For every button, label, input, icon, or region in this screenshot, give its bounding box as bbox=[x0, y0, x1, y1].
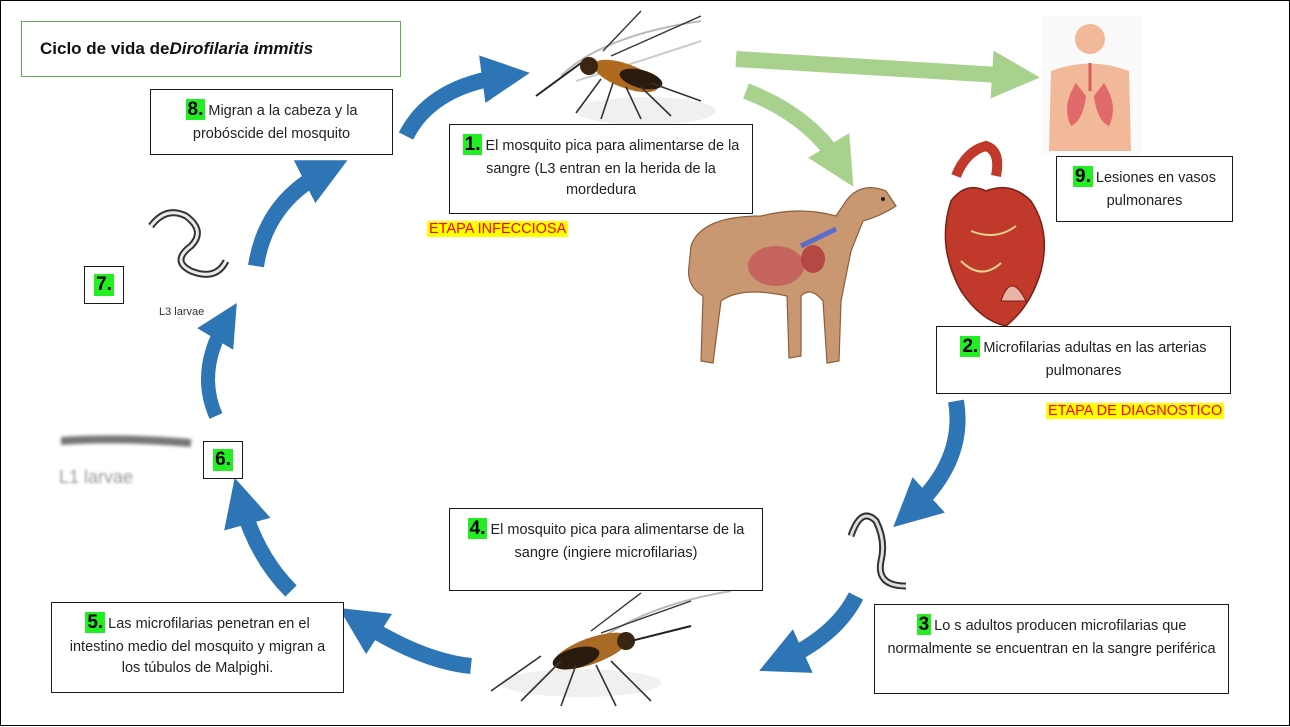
arrow-5-to-6 bbox=[241, 501, 291, 591]
step-6-box: 6. bbox=[203, 441, 243, 479]
step-8-text: Migran a la cabeza y la probóscide del m… bbox=[193, 103, 358, 142]
diagnostic-stage-label: ETAPA DE DIAGNOSTICO bbox=[1046, 403, 1224, 419]
step-7-box: 7. bbox=[84, 266, 124, 304]
step-9-box: 9.Lesiones en vasos pulmonares bbox=[1056, 156, 1233, 222]
mosquito-bottom-illustration bbox=[491, 591, 731, 706]
step-1-text: El mosquito pica para alimentarse de la … bbox=[485, 138, 739, 198]
step-8-number: 8. bbox=[186, 99, 206, 120]
heart-illustration bbox=[945, 146, 1044, 326]
arrow-4-to-5 bbox=[359, 621, 471, 666]
step-4-box: 4.El mosquito pica para alimentarse de l… bbox=[449, 508, 763, 591]
step-2-box: 2.Microfilarias adultas en las arterias … bbox=[936, 326, 1231, 394]
human-illustration bbox=[1041, 16, 1141, 156]
infective-stage-label: ETAPA INFECCIOSA bbox=[427, 221, 568, 237]
mosquito-top-illustration bbox=[536, 11, 716, 125]
arrow-3-to-4 bbox=[781, 596, 856, 661]
step-3-number: 3 bbox=[917, 614, 932, 635]
l3-larvae-label: L3 larvae bbox=[159, 306, 204, 318]
l3-larva-illustration bbox=[151, 213, 226, 275]
step-7-number: 7. bbox=[94, 274, 114, 296]
step-1-box: 1.El mosquito pica para alimentarse de l… bbox=[449, 124, 753, 214]
arrow-mosquito-to-human bbox=[736, 59, 1016, 76]
title-prefix: Ciclo de vida de bbox=[40, 39, 169, 59]
microfilaria-illustration bbox=[851, 516, 906, 586]
arrow-7-to-8 bbox=[256, 171, 326, 266]
arrow-2-to-3 bbox=[911, 401, 958, 511]
step-8-box: 8.Migran a la cabeza y la probóscide del… bbox=[150, 89, 393, 155]
l1-larvae-label: L1 larvae bbox=[59, 467, 133, 488]
l1-larva-illustration bbox=[61, 439, 191, 443]
step-5-box: 5.Las microfilarias penetran en el intes… bbox=[51, 602, 344, 693]
title-species: Dirofilaria immitis bbox=[169, 39, 313, 59]
step-2-number: 2. bbox=[960, 336, 980, 357]
diagram-title: Ciclo de vida de Dirofilaria immitis bbox=[21, 21, 401, 77]
step-6-number: 6. bbox=[213, 449, 233, 471]
step-1-number: 1. bbox=[463, 134, 483, 155]
step-9-text: Lesiones en vasos pulmonares bbox=[1096, 170, 1216, 209]
arrow-6-to-7 bbox=[208, 321, 226, 416]
step-4-text: El mosquito pica para alimentarse de la … bbox=[490, 522, 744, 561]
step-4-number: 4. bbox=[468, 518, 488, 539]
step-9-number: 9. bbox=[1073, 166, 1093, 187]
arrow-mosquito-to-dog bbox=[746, 91, 841, 166]
step-2-text: Microfilarias adultas en las arterias pu… bbox=[983, 340, 1206, 379]
step-5-text: Las microfilarias penetran en el intesti… bbox=[70, 616, 326, 676]
step-5-number: 5. bbox=[85, 612, 105, 633]
step-3-text: Lo s adultos producen microfilarias que … bbox=[887, 618, 1215, 657]
